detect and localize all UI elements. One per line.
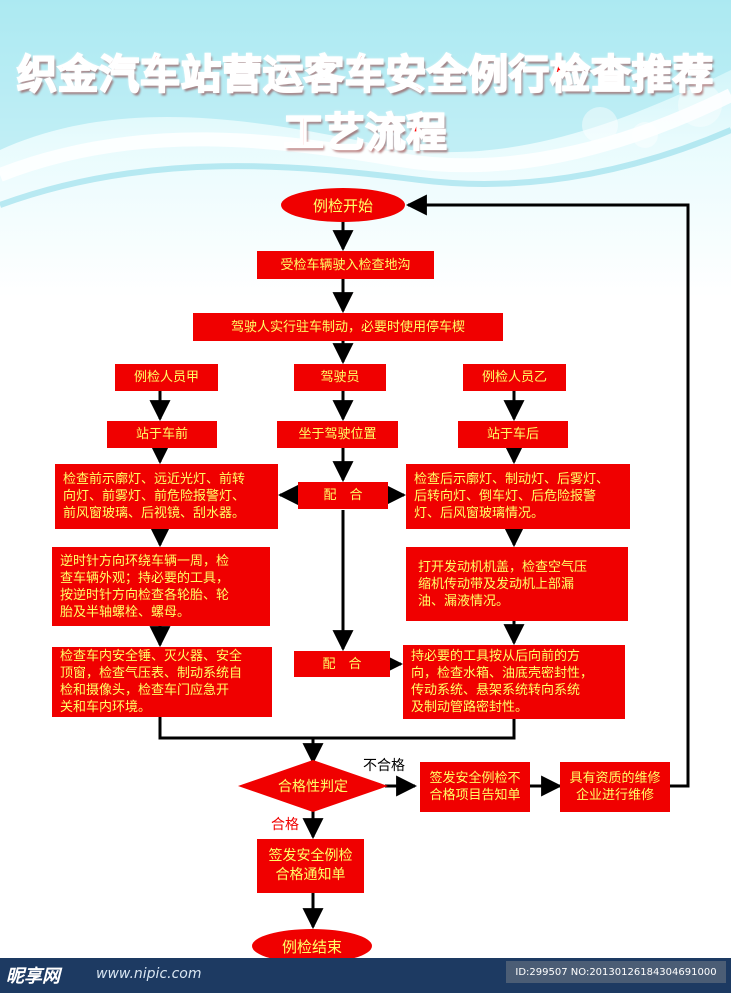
start-oval: 例检开始 xyxy=(281,188,405,222)
repair-line: 企业进行维修 xyxy=(575,788,654,803)
fail-notice-line: 合格项目告知单 xyxy=(429,788,521,803)
walk-around-line: 逆时针方向环绕车辆一周，检 xyxy=(60,553,230,569)
watermark-id: ID:299507 NO:20130126184304691000 xyxy=(506,961,726,983)
walk-around-line: 按逆时针方向检查各轮胎、轮 xyxy=(60,587,230,603)
front-lights-line: 检查前示廓灯、远近光灯、前转 xyxy=(63,472,246,487)
engine-line: 缩机传动带及发动机上部漏 xyxy=(418,576,575,592)
fail-notice-box: 签发安全例检不合格项目告知单 xyxy=(420,762,530,812)
footer-url: www.nipic.com xyxy=(96,966,202,982)
front-lights-line: 向灯、前雾灯、前危险报警灯、 xyxy=(63,489,246,504)
interior-line: 检和摄像头，检查车门应急开 xyxy=(60,683,230,698)
end-oval: 例检结束 xyxy=(252,929,372,963)
walk-around-box: 逆时针方向环绕车辆一周，检查车辆外观；持必要的工具，按逆时针方向检查各轮胎、轮胎… xyxy=(52,547,270,626)
engine-line: 油、漏液情况。 xyxy=(418,593,510,609)
engine-box: 打开发动机机盖，检查空气压缩机传动带及发动机上部漏油、漏液情况。 xyxy=(406,547,628,621)
stand-front-box: 站于车前 xyxy=(107,421,217,448)
repair-line: 具有资质的维修 xyxy=(569,771,661,786)
merge-line xyxy=(158,717,516,740)
background-wave xyxy=(0,0,731,208)
repair-box: 具有资质的维修企业进行维修 xyxy=(560,762,670,812)
rear-lights-line: 灯、后风窗玻璃情况。 xyxy=(414,506,545,521)
interior-box: 检查车内安全锤、灭火器、安全顶窗，检查气压表、制动系统自检和摄像头，检查车门应急… xyxy=(52,647,272,717)
underbody-line: 持必要的工具按从后向前的方 xyxy=(411,649,581,664)
fail-notice-line: 签发安全例检不 xyxy=(429,771,521,786)
parking-brake-box: 驾驶人实行驻车制动，必要时使用停车楔 xyxy=(193,313,503,341)
walk-around-line: 查车辆外观；持必要的工具， xyxy=(60,570,230,586)
underbody-line: 向，检查水箱、油底壳密封性， xyxy=(411,666,594,681)
underbody-box: 持必要的工具按从后向前的方向，检查水箱、油底壳密封性， 传动系统、悬架系统转向系统… xyxy=(403,645,625,719)
front-lights-line: 前风窗玻璃、后视镜、刮水器。 xyxy=(63,506,246,521)
poster-title: 织金汽车站营运客车安全例行检查推荐工艺流程 xyxy=(16,51,714,157)
stand-rear-box: 站于车后 xyxy=(458,421,568,448)
loop-line xyxy=(405,194,690,788)
engine-line: 打开发动机机盖，检查空气压 xyxy=(418,559,588,575)
driver-box: 驾驶员 xyxy=(294,364,386,391)
rear-lights-line: 后转向灯、倒车灯、后危险报警 xyxy=(414,489,597,504)
interior-line: 检查车内安全锤、灭火器、安全 xyxy=(60,649,243,664)
interior-line: 关和车内环境。 xyxy=(60,700,152,715)
pass-notice-line: 合格通知单 xyxy=(275,867,346,883)
judge-label: 合格性判定 xyxy=(278,779,348,795)
underbody-line: 及制动管路密封性。 xyxy=(411,700,529,715)
sit-driver-box: 坐于驾驶位置 xyxy=(277,421,398,448)
cooperate-box-1: 配 合 xyxy=(298,482,388,509)
fail-label: 不合格 xyxy=(363,758,405,774)
inspector-b-box: 例检人员乙 xyxy=(463,364,566,391)
pass-notice-box: 签发安全例检合格通知单 xyxy=(257,839,364,893)
cooperate-box-2: 配 合 xyxy=(294,651,390,677)
underbody-line: 传动系统、悬架系统转向系统 xyxy=(411,683,581,698)
footer-logo: 昵享网 xyxy=(6,966,60,987)
walk-around-line: 胎及半轴螺栓、螺母。 xyxy=(60,604,191,620)
rear-lights-box: 检查后示廓灯、制动灯、后雾灯、后转向灯、倒车灯、后危险报警灯、后风窗玻璃情况。 xyxy=(406,464,630,529)
pass-label: 合格 xyxy=(271,817,299,833)
judge-diamond xyxy=(238,760,388,812)
rear-lights-line: 检查后示廓灯、制动灯、后雾灯、 xyxy=(414,472,610,487)
interior-line: 顶窗，检查气压表、制动系统自 xyxy=(60,666,243,681)
pass-notice-line: 签发安全例检 xyxy=(268,848,353,864)
front-lights-box: 检查前示廓灯、远近光灯、前转向灯、前雾灯、前危险报警灯、前风窗玻璃、后视镜、刮水… xyxy=(55,464,278,529)
enter-pit-box: 受检车辆驶入检查地沟 xyxy=(257,251,434,279)
inspector-a-box: 例检人员甲 xyxy=(115,364,218,391)
